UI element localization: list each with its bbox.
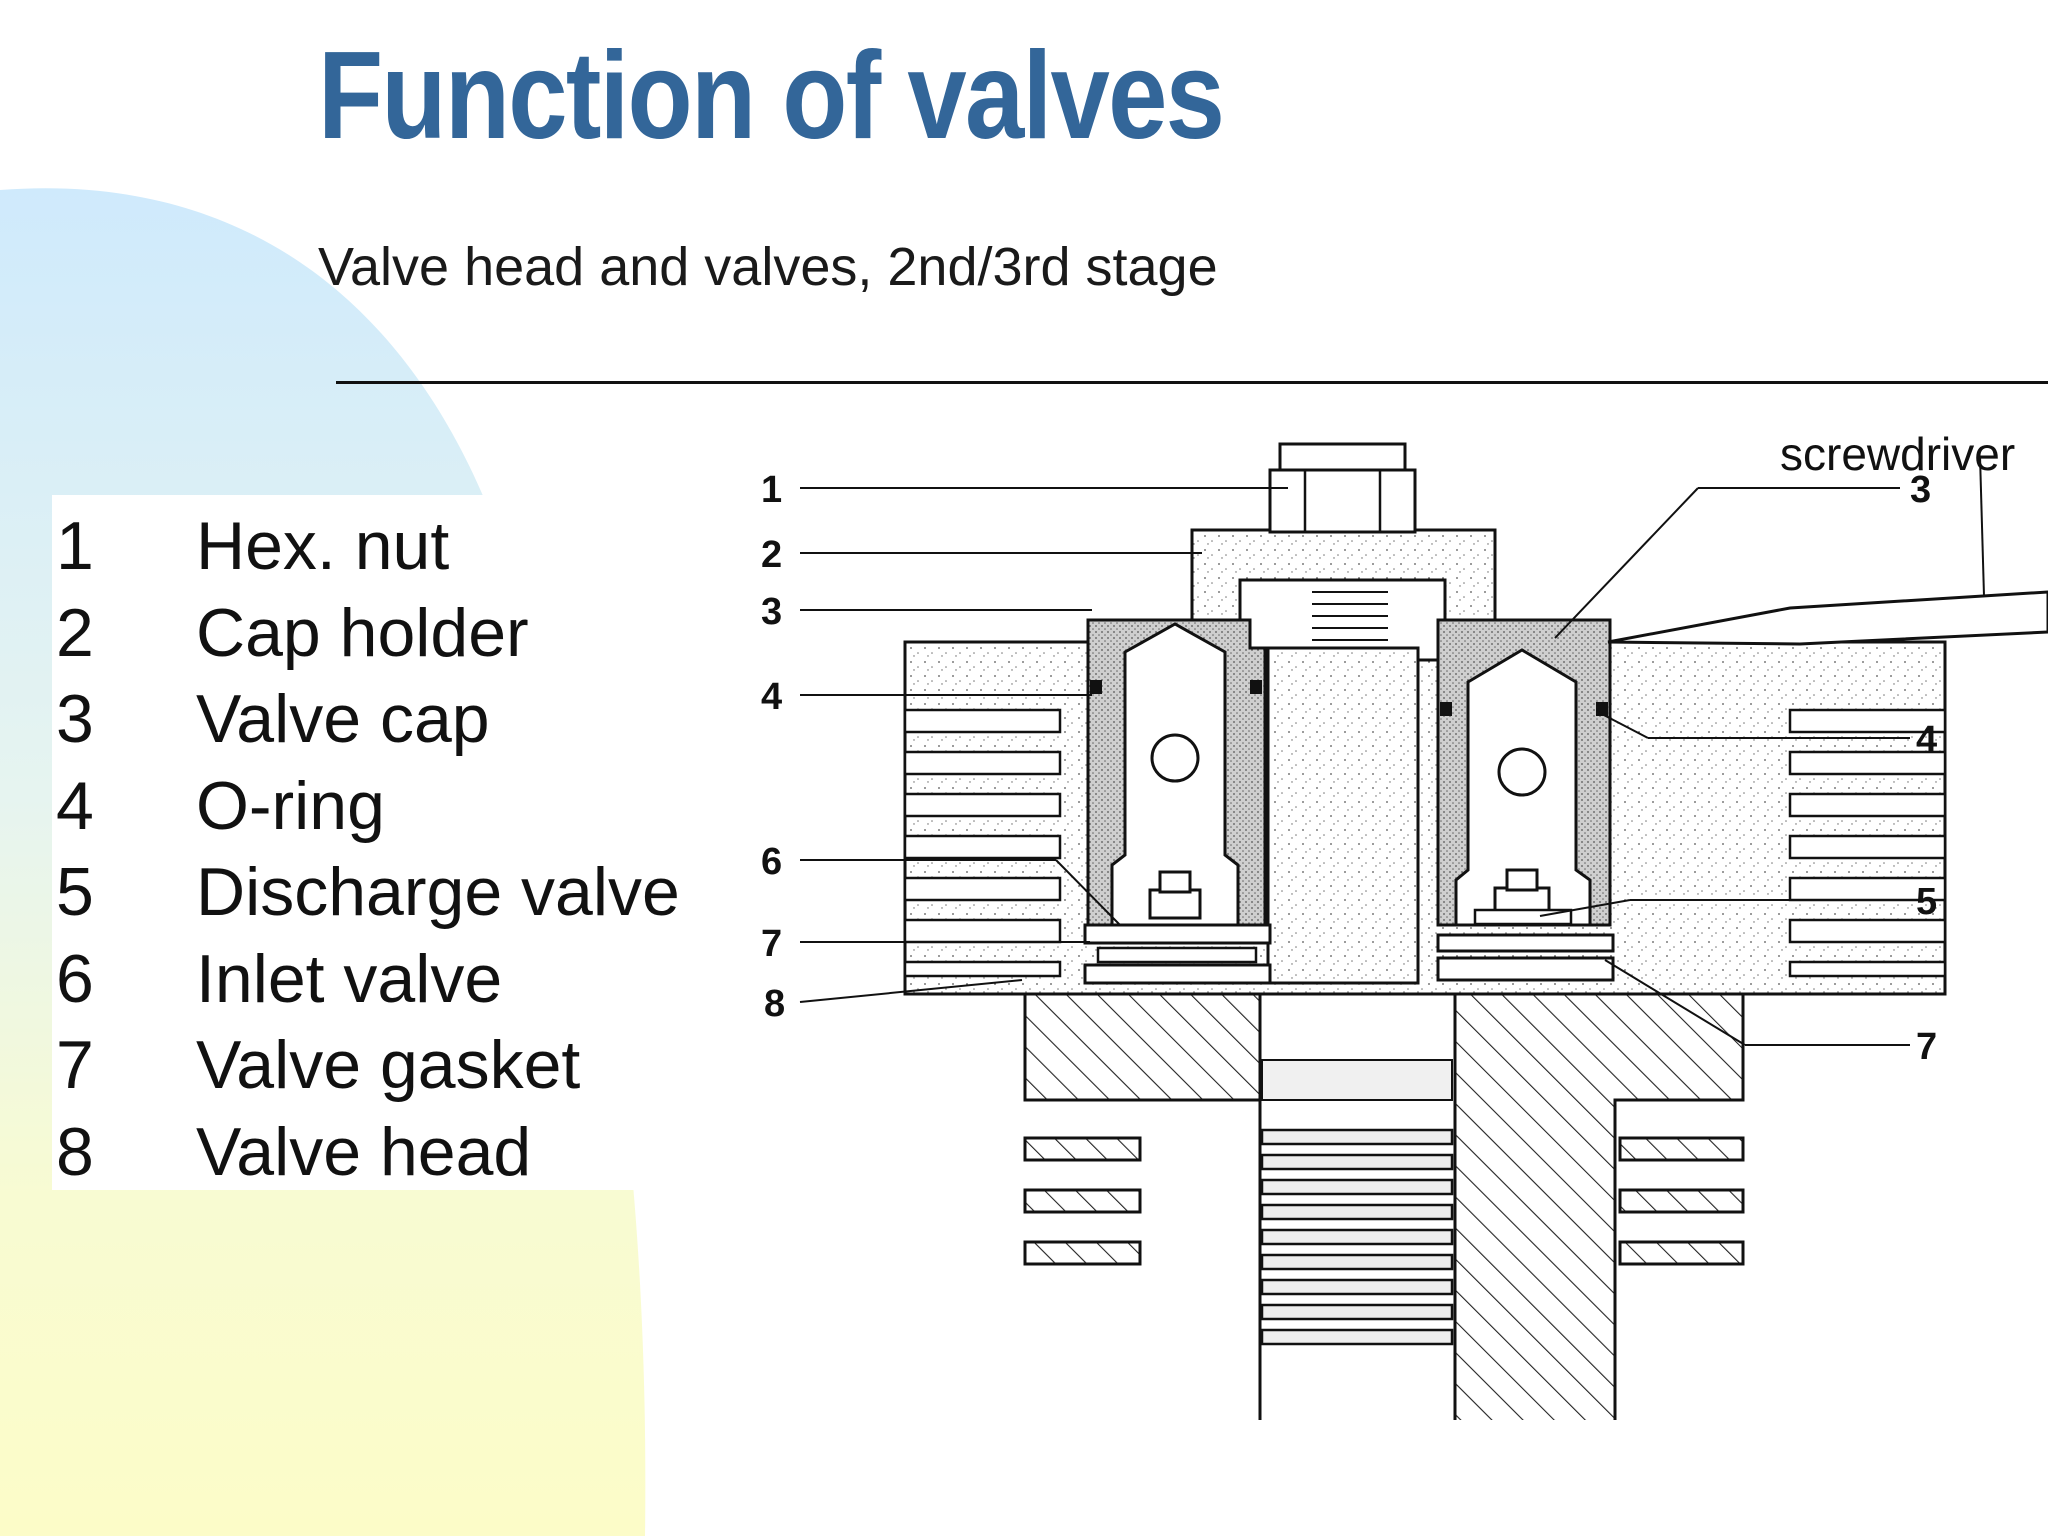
callout-leader-lines	[799, 455, 1985, 1046]
legend-item-name: O-ring	[196, 767, 385, 844]
cylinder-fins	[1023, 1136, 1745, 1266]
valve-head-body	[903, 640, 1947, 996]
legend-item: 2 Cap holder	[52, 590, 720, 677]
valve-right	[1436, 618, 1615, 982]
legend-item: 3 Valve cap	[52, 676, 720, 763]
legend-item-name: Valve gasket	[196, 1027, 581, 1104]
center-post	[1266, 646, 1420, 985]
legend-item-number: 1	[56, 508, 94, 585]
cylinder-bore	[1258, 988, 1457, 1420]
legend-item: 1 Hex. nut	[52, 503, 720, 590]
legend-item-number: 2	[56, 594, 94, 671]
callout-label: 1	[761, 469, 782, 511]
parts-legend: 1 Hex. nut 2 Cap holder 3 Valve cap 4 O-…	[52, 495, 720, 1190]
callout-labels: 1 2 3 4 6 7 8 3 4 5 7 screwdriver	[761, 428, 2015, 1068]
callout-label: 6	[761, 841, 782, 883]
legend-item-name: Inlet valve	[196, 940, 503, 1017]
legend-item: 7 Valve gasket	[52, 1022, 720, 1109]
legend-item-number: 8	[56, 1113, 94, 1190]
legend-item-name: Cap holder	[196, 594, 529, 671]
legend-item: 4 O-ring	[52, 763, 720, 850]
valve-head-fins	[903, 708, 1947, 978]
callout-label: 7	[1916, 1026, 1937, 1068]
page-title: Function of valves	[318, 27, 1225, 165]
callout-label: 4	[1916, 719, 1937, 761]
legend-item-name: Valve cap	[196, 681, 490, 758]
legend-item-number: 6	[56, 940, 94, 1017]
legend-item-name: Discharge valve	[196, 854, 680, 931]
callout-label: 3	[1910, 469, 1931, 511]
legend-item-name: Valve head	[196, 1113, 532, 1190]
header-divider	[336, 381, 2048, 384]
hex-nut	[1268, 442, 1417, 534]
legend-item-name: Hex. nut	[196, 508, 450, 585]
legend-item: 6 Inlet valve	[52, 936, 720, 1023]
legend-item-number: 7	[56, 1027, 94, 1104]
page-subtitle: Valve head and valves, 2nd/3rd stage	[318, 237, 1218, 297]
callout-label: 3	[761, 591, 782, 633]
callout-label: 4	[761, 676, 782, 718]
callout-label: 7	[761, 923, 782, 965]
legend-item: 5 Discharge valve	[52, 849, 720, 936]
valve-left	[1083, 618, 1272, 985]
valve-head-diagram: 1 2 3 4 6 7 8 3 4 5 7 screwdriver	[761, 428, 2048, 1420]
callout-label: 8	[764, 983, 785, 1025]
legend-item-number: 5	[56, 854, 94, 931]
callout-label: 5	[1916, 881, 1937, 923]
screwdriver-label: screwdriver	[1780, 428, 2015, 480]
legend-item: 8 Valve head	[52, 1109, 720, 1196]
screwdriver-tool	[1607, 590, 2048, 646]
callout-label: 2	[761, 534, 782, 576]
legend-item-number: 4	[56, 767, 94, 844]
legend-item-number: 3	[56, 681, 94, 758]
